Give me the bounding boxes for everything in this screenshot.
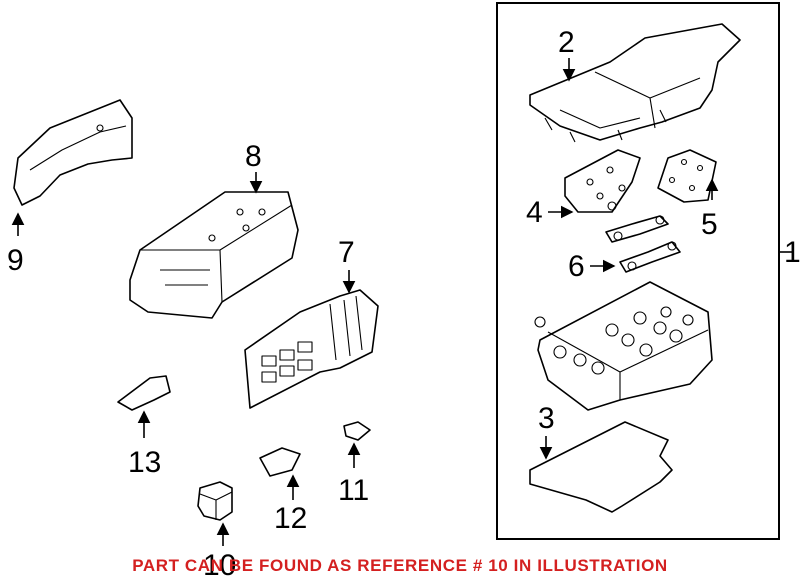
callout-9: 9 bbox=[7, 244, 24, 277]
part-9-bracket bbox=[13, 99, 133, 206]
callout-13: 13 bbox=[128, 446, 161, 479]
part-6-links bbox=[605, 215, 681, 273]
part-7-relay-block bbox=[244, 289, 379, 409]
part-12-fuse bbox=[259, 447, 301, 477]
part-11-fuse bbox=[343, 421, 371, 441]
callout-1: 1 bbox=[784, 236, 800, 269]
part-2-cover bbox=[529, 23, 741, 143]
callout-6: 6 bbox=[568, 250, 585, 283]
part-3-base-plate bbox=[529, 421, 673, 513]
callout-labels: 1 2 3 4 5 6 7 8 9 10 11 12 13 bbox=[7, 26, 800, 582]
callout-8: 8 bbox=[245, 140, 262, 173]
reference-note: PART CAN BE FOUND AS REFERENCE # 10 IN I… bbox=[132, 556, 668, 575]
callout-2: 2 bbox=[558, 26, 575, 59]
callout-5: 5 bbox=[701, 208, 718, 241]
part-5-plate bbox=[657, 149, 717, 203]
leader-lines bbox=[11, 58, 719, 546]
callout-3: 3 bbox=[538, 402, 555, 435]
part-13-clip bbox=[117, 375, 171, 411]
callout-11: 11 bbox=[338, 474, 369, 507]
part-4-bracket bbox=[564, 149, 641, 213]
callout-4: 4 bbox=[526, 196, 543, 229]
part-8-frame bbox=[129, 191, 299, 319]
part-1-fuse-box bbox=[534, 281, 713, 411]
callout-12: 12 bbox=[274, 502, 307, 535]
part-10-relay bbox=[197, 481, 233, 521]
callout-10: 10 bbox=[203, 549, 236, 582]
assembly-box bbox=[496, 2, 792, 540]
callout-7: 7 bbox=[338, 236, 355, 269]
